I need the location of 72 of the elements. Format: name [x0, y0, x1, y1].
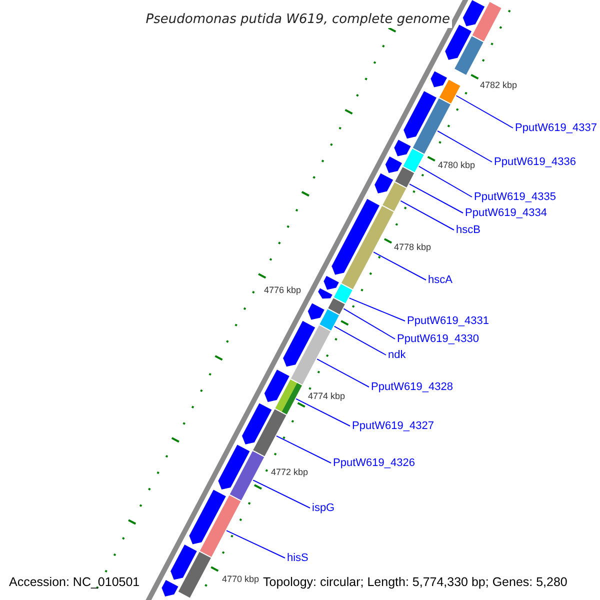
gene-label: PputW619_4336 — [494, 155, 576, 169]
gene-bar — [198, 494, 242, 558]
reverse-strand-gene — [162, 580, 178, 596]
leader-line — [348, 298, 406, 322]
reverse-strand-gene — [264, 370, 290, 402]
gene-bar — [326, 296, 346, 316]
leader-line — [456, 95, 514, 128]
map-title: Pseudomonas putida W619, complete genome — [144, 11, 452, 28]
reverse-strand-gene — [394, 140, 411, 156]
reverse-strand-gene — [385, 156, 402, 173]
scale-label: 4778 kbp — [394, 242, 432, 252]
reverse-strand-gene — [332, 198, 380, 275]
gene-bar — [318, 308, 340, 332]
reverse-strand-gene — [462, 0, 485, 26]
gene-bar — [177, 550, 212, 600]
reverse-strand-gene — [445, 24, 472, 60]
gene-label: hscA — [428, 273, 452, 287]
gene-label: ndk — [388, 348, 406, 362]
gene-label: PputW619_4331 — [407, 314, 489, 328]
gene-bar — [470, 0, 503, 43]
gene-bar — [252, 408, 288, 458]
reverse-strand-gene — [218, 444, 250, 490]
reverse-strand-gene — [374, 173, 394, 194]
gene-label: PputW619_4326 — [333, 456, 415, 470]
reverse-strand-gene — [308, 303, 324, 320]
reverse-strand-gene — [404, 91, 436, 139]
reverse-strand-gene — [283, 320, 316, 367]
gene-label: hisS — [287, 551, 308, 565]
gene-bar — [394, 166, 416, 189]
map-info: Accession: NC_010501 — [9, 575, 140, 590]
leader-line — [400, 200, 454, 230]
gene-bar — [332, 282, 354, 305]
leader-line — [276, 435, 332, 464]
gene-bar — [381, 181, 408, 212]
scale-label: 4772 kbp — [271, 467, 308, 477]
leader-line — [437, 130, 492, 162]
map-info: Topology: circular; Length: 5,774,330 bp; Genes: 5,280 — [263, 575, 568, 590]
gene-label: PputW619_4334 — [465, 206, 547, 220]
gene-label: PputW619_4327 — [352, 419, 434, 433]
leader-line — [252, 480, 310, 508]
gene-label: ispG — [312, 501, 335, 515]
gene-bar — [453, 34, 485, 76]
gene-label: PputW619_4337 — [515, 121, 597, 135]
leader-line — [296, 398, 350, 426]
gene-bar — [290, 324, 332, 386]
leader-line — [409, 184, 464, 214]
reverse-strand-gene — [324, 276, 339, 290]
scale-label: 4780 kbp — [438, 160, 476, 170]
scale-label: 4782 kbp — [480, 80, 518, 90]
scale-label: 4774 kbp — [308, 391, 346, 401]
reverse-strand-gene — [242, 403, 272, 444]
scale-label: 4770 kbp — [222, 574, 260, 584]
reverse-strand-gene — [430, 71, 447, 88]
reverse-strand-gene — [170, 544, 197, 580]
gene-bar — [438, 78, 462, 105]
leader-line — [343, 308, 396, 340]
gene-label: PputW619_4330 — [397, 332, 479, 346]
gene-label: PputW619_4328 — [371, 380, 453, 394]
gene-bar — [228, 450, 266, 502]
leader-line — [334, 326, 386, 356]
reverse-strand-gene — [318, 288, 332, 299]
leader-line — [373, 252, 426, 280]
leader-line — [226, 530, 286, 558]
gene-label: hscB — [456, 223, 480, 237]
leader-line — [418, 166, 472, 198]
gene-bar — [411, 97, 452, 156]
scale-label: 4776 kbp — [264, 285, 302, 295]
leader-line — [316, 358, 370, 388]
gene-bar — [340, 204, 395, 291]
gene-label: PputW619_4335 — [474, 190, 556, 204]
reverse-strand-gene — [189, 490, 226, 544]
gene-bar — [402, 147, 426, 174]
